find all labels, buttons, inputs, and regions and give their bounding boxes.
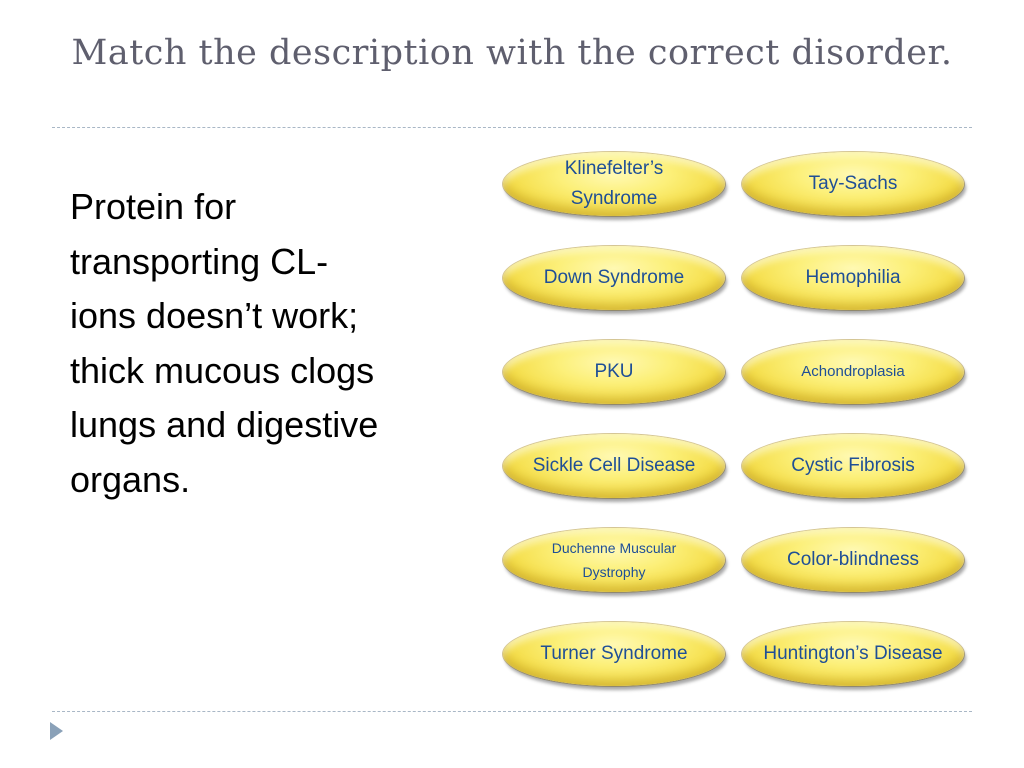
option-label: Hemophilia	[805, 267, 901, 288]
option-sickle-cell-disease[interactable]: Sickle Cell Disease	[503, 434, 725, 498]
option-duchenne-muscular-dystrophy[interactable]: Duchenne Muscular Dystrophy	[503, 528, 725, 592]
option-label: Down Syndrome	[543, 267, 685, 288]
option-hemophilia[interactable]: Hemophilia	[742, 246, 964, 310]
option-label: Turner Syndrome	[540, 643, 688, 664]
triangle-bullet-icon	[50, 722, 63, 740]
option-label: Duchenne Muscular Dystrophy	[551, 540, 677, 580]
option-pku[interactable]: PKU	[503, 340, 725, 404]
description-text: Protein for transporting CL- ions doesn’…	[70, 186, 379, 500]
option-label: Klinefelter’s Syndrome	[564, 158, 664, 209]
option-klinefelters-syndrome[interactable]: Klinefelter’s Syndrome	[503, 152, 725, 216]
option-down-syndrome[interactable]: Down Syndrome	[503, 246, 725, 310]
title-divider	[52, 127, 972, 128]
slide-title: Match the description with the correct d…	[71, 33, 953, 73]
option-color-blindness[interactable]: Color-blindness	[742, 528, 964, 592]
option-tay-sachs[interactable]: Tay-Sachs	[742, 152, 964, 216]
option-label: Tay-Sachs	[808, 173, 898, 194]
footer-divider	[52, 711, 972, 712]
option-label: Sickle Cell Disease	[532, 455, 696, 476]
option-achondroplasia[interactable]: Achondroplasia	[742, 340, 964, 404]
option-label: Color-blindness	[786, 549, 919, 570]
option-label: Achondroplasia	[801, 363, 905, 380]
option-label: Huntington’s Disease	[763, 643, 943, 664]
option-label: PKU	[594, 361, 634, 382]
option-cystic-fibrosis[interactable]: Cystic Fibrosis	[742, 434, 964, 498]
option-turner-syndrome[interactable]: Turner Syndrome	[503, 622, 725, 686]
option-label: Cystic Fibrosis	[791, 455, 915, 476]
option-huntingtons-disease[interactable]: Huntington’s Disease	[742, 622, 964, 686]
